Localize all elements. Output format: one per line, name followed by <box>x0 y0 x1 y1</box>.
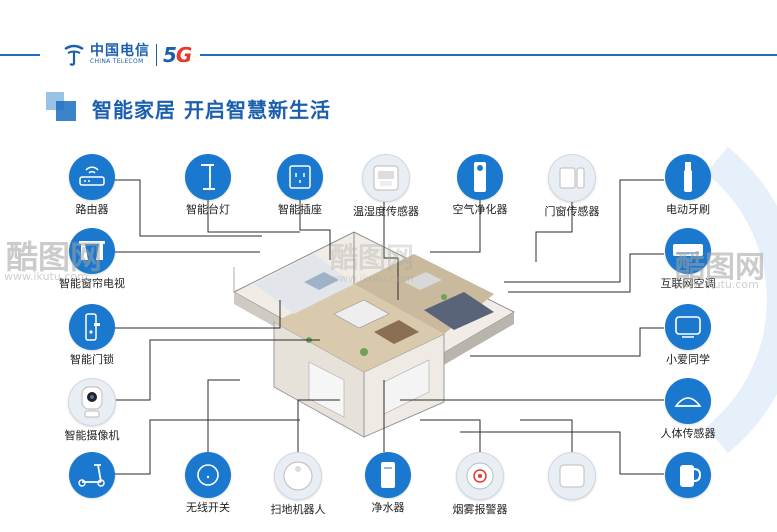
toothbrush-icon <box>682 160 694 198</box>
brand-logo: 中国电信 CHINA TELECOM 5G <box>62 40 192 70</box>
apartment-floorplan-illustration <box>232 231 516 438</box>
device-electric-toothbrush[interactable]: 电动牙刷 <box>648 154 728 216</box>
device-thermo-hygrometer[interactable]: 温湿度传感器 <box>346 154 426 218</box>
device-label: 门窗传感器 <box>544 205 600 218</box>
device-label: 温湿度传感器 <box>353 205 419 218</box>
device-label: 净水器 <box>371 501 405 514</box>
device-air-purifier[interactable]: 空气净化器 <box>440 154 520 216</box>
device-smart-lock[interactable]: 智能门锁 <box>52 304 132 366</box>
5g-badge: 5G <box>163 43 192 67</box>
device-label: 智能插座 <box>278 203 322 216</box>
page-title: 智能家居 开启智慧新生活 <box>92 98 331 122</box>
watermark-url: www.ikutu.com <box>330 272 414 285</box>
china-telecom-logo-icon <box>62 43 86 67</box>
air-purifier-icon <box>472 160 488 198</box>
watermark-text: 酷图网 <box>6 238 103 276</box>
device-label: 路由器 <box>75 203 109 216</box>
motion-sensor-icon <box>673 392 703 414</box>
device-smoke-alarm[interactable]: 烟雾报警器 <box>440 452 520 516</box>
brand-name-en: CHINA TELECOM <box>90 58 144 65</box>
water-purifier-icon <box>379 460 397 494</box>
camera-icon <box>79 385 105 423</box>
device-desk-lamp[interactable]: 智能台灯 <box>168 154 248 216</box>
device-water-purifier[interactable]: 净水器 <box>348 452 428 514</box>
device-label: 人体传感器 <box>660 427 716 440</box>
brand-name-cn: 中国电信 <box>90 43 150 59</box>
title-decoration <box>46 92 76 122</box>
device-label: 扫地机器人 <box>270 503 326 516</box>
wireless-switch-icon <box>196 463 220 491</box>
gateway-icon <box>557 462 587 494</box>
watermark-url: www.ikutu.com <box>675 278 759 291</box>
device-label: 烟雾报警器 <box>452 503 508 516</box>
device-smart-socket[interactable]: 智能插座 <box>260 154 340 216</box>
device-scooter[interactable] <box>52 452 132 501</box>
device-label: 互联网空调 <box>660 277 716 290</box>
robot-vacuum-icon <box>282 460 314 496</box>
device-label: 空气净化器 <box>452 203 508 216</box>
device-motion-sensor[interactable]: 人体传感器 <box>648 378 728 440</box>
device-kettle[interactable] <box>648 452 728 501</box>
device-air-conditioner[interactable]: 互联网空调 <box>648 228 728 290</box>
socket-icon <box>288 164 312 194</box>
smart-speaker-icon <box>674 315 702 343</box>
device-label: 智能窗帘电视 <box>59 277 125 290</box>
scooter-icon <box>76 462 108 492</box>
device-wireless-switch[interactable]: 无线开关 <box>168 452 248 514</box>
watermark-text: 酷图网 <box>675 250 765 285</box>
device-robot-vacuum[interactable]: 扫地机器人 <box>258 452 338 516</box>
watermark-url: www.ikutu.com <box>4 270 88 283</box>
device-window-sensor[interactable]: 门窗传感器 <box>532 154 612 218</box>
smoke-alarm-icon <box>464 460 496 496</box>
header-rule <box>0 54 777 56</box>
air-conditioner-icon <box>672 242 704 264</box>
device-label: 小爱同学 <box>666 353 710 366</box>
device-label: 智能门锁 <box>70 353 114 366</box>
kettle-icon <box>677 461 702 493</box>
curtain-icon <box>77 238 107 268</box>
router-icon <box>78 166 106 192</box>
watermark-text: 酷图网 <box>330 241 415 274</box>
device-xiaoai-speaker[interactable]: 小爱同学 <box>648 304 728 366</box>
device-label: 智能台灯 <box>186 203 230 216</box>
logo-divider <box>156 44 157 66</box>
wifi-wave-decoration <box>706 146 777 454</box>
device-label: 智能摄像机 <box>64 429 120 442</box>
device-smart-camera[interactable]: 智能摄像机 <box>52 378 132 442</box>
window-sensor-icon <box>558 166 586 194</box>
device-smart-curtain-tv[interactable]: 智能窗帘电视 <box>52 228 132 290</box>
device-router[interactable]: 路由器 <box>52 154 132 216</box>
device-label: 无线开关 <box>186 501 230 514</box>
desk-lamp-icon <box>198 162 218 196</box>
device-label: 电动牙刷 <box>666 203 710 216</box>
thermo-hygrometer-icon <box>372 164 400 196</box>
device-gateway[interactable] <box>532 452 612 503</box>
door-lock-icon <box>84 312 100 346</box>
